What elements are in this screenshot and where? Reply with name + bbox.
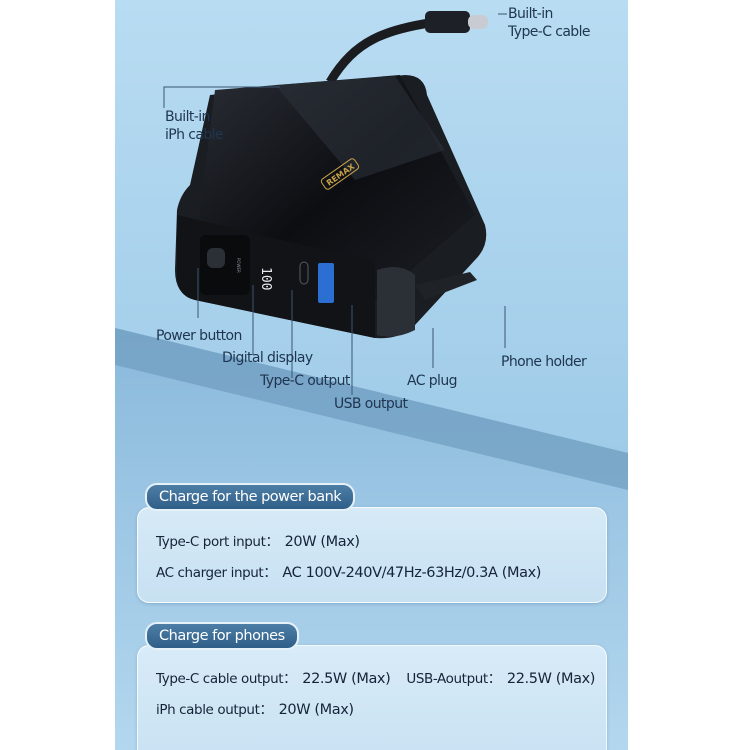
spec-label: USB-Aoutput： (406, 671, 501, 687)
typec-connector (425, 11, 470, 33)
spec-label: AC charger input： (156, 565, 277, 581)
typec-port (299, 261, 309, 285)
spec-row: Type-C cable output： 22.5W (Max) USB-Aoutp… (156, 667, 595, 687)
spec-value: AC 100V-240V/47Hz-63Hz/0.3A (Max) (282, 565, 542, 581)
spec-row: iPh cable output： 20W (Max) (156, 698, 354, 718)
power-label: POWER (236, 258, 241, 273)
callout-iph-cable: Built-in iPh cable (165, 108, 224, 144)
spec-value: 22.5W (Max) (302, 671, 391, 687)
ac-plug (377, 266, 415, 337)
callout-line-2: iPh cable (165, 127, 224, 143)
reflection (275, 76, 445, 180)
callout-power-button: Power button (156, 328, 242, 344)
product-scene: REMAX POWER 100 (115, 0, 628, 750)
spec-value: 20W (Max) (284, 534, 360, 550)
section-title-power-bank: Charge for the power bank (145, 483, 356, 511)
callout-line-1: Built-in (508, 6, 553, 22)
product-panel: REMAX POWER 100 Built-in Type-C cable Bu… (115, 0, 628, 750)
brand-logo-frame (320, 158, 360, 190)
callout-typec-output: Type-C output (260, 373, 350, 389)
callout-typec-cable: Built-in Type-C cable (508, 5, 591, 41)
callout-ac-plug: AC plug (407, 373, 458, 389)
power-button[interactable] (207, 248, 225, 268)
callout-line-1: Built-in (165, 109, 210, 125)
phone-charging-card: Type-C cable output： 22.5W (Max) USB-Aoutp… (137, 645, 607, 750)
spec-value: 22.5W (Max) (506, 671, 596, 687)
usb-port (318, 263, 334, 303)
spec-label: iPh cable output： (156, 702, 273, 718)
typec-tip (468, 15, 488, 29)
callout-lines (163, 13, 507, 395)
typec-cable (326, 17, 436, 85)
spec-row: AC charger input： AC 100V-240V/47Hz-63Hz/… (156, 561, 541, 581)
spec-label: Type-C cable output： (156, 671, 297, 687)
callout-phone-holder: Phone holder (501, 354, 587, 370)
digital-display: 100 (258, 267, 273, 290)
callout-digital-display: Digital display (222, 350, 313, 366)
callout-line-2: Type-C cable (508, 24, 591, 40)
phone-holder (415, 272, 477, 300)
power-bank-charging-card: Type-C port input： 20W (Max) AC charger i… (137, 507, 607, 603)
table-edge (115, 328, 628, 490)
power-panel (200, 235, 250, 295)
spec-value: 20W (Max) (278, 702, 354, 718)
section-title-phones: Charge for phones (145, 622, 299, 650)
callout-usb-output: USB output (334, 396, 408, 412)
spec-row: Type-C port input： 20W (Max) (156, 530, 360, 550)
spec-label: Type-C port input： (156, 534, 279, 550)
